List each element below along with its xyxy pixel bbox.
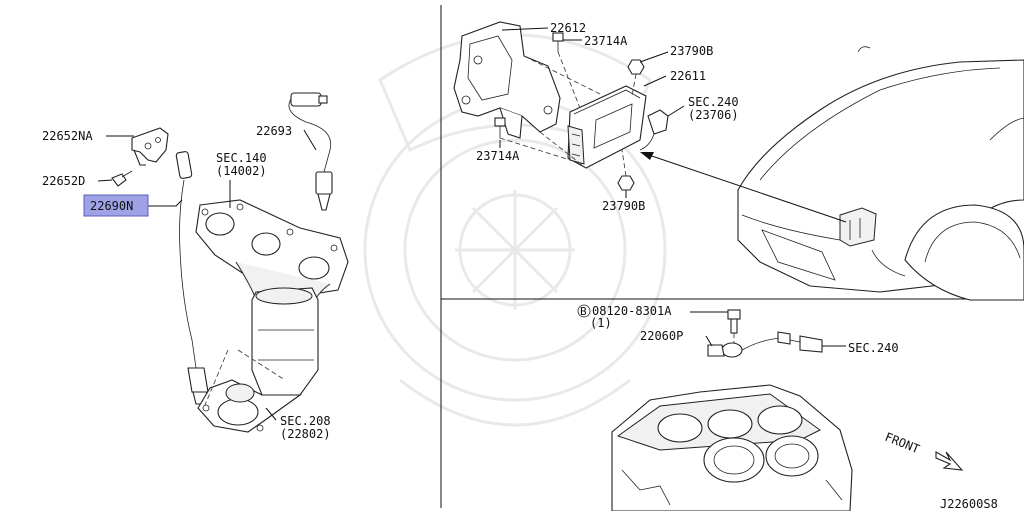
leader-22690n — [148, 199, 183, 207]
bolt-08120-8301a — [727, 309, 741, 346]
leader-22652d — [97, 179, 113, 182]
label-22060p: 22060P — [640, 329, 683, 343]
vehicle-view — [640, 46, 1024, 301]
left-panel: 22652NA 22652D 22690N 22693 SEC.140 (140… — [42, 92, 349, 441]
label-sec208-b: (22802) — [280, 427, 331, 441]
label-22652na: 22652NA — [42, 129, 93, 143]
oxygen-sensor-upper — [288, 92, 333, 211]
nut-23790b-bottom — [617, 175, 635, 191]
label-22693: 22693 — [256, 124, 292, 138]
label-bolt-qty: (1) — [590, 316, 612, 330]
label-sec240-b: (23706) — [688, 108, 739, 122]
bolt-23714a-bottom — [494, 117, 506, 138]
exhaust-manifold — [195, 199, 349, 433]
af-sensor-22690n — [175, 151, 209, 405]
label-23790b-top: 23790B — [670, 44, 713, 58]
ecm-panel: 22612 23714A 23790B 22611 SEC.240 (23706… — [453, 21, 739, 213]
highlight-22690n[interactable] — [83, 194, 149, 217]
label-sec208-a: SEC.208 — [280, 414, 331, 428]
bolt-23714a-top — [552, 32, 564, 52]
clip-22652d — [111, 170, 133, 187]
ecm-connector-sec240 — [639, 109, 669, 151]
knock-sensor-22060p — [707, 331, 823, 358]
front-indicator: FRONT — [883, 430, 964, 471]
ecm-module-22611 — [567, 85, 647, 169]
circle-b-icon — [577, 304, 591, 318]
engine-panel: B 08120-8301A (1) 22060P SEC.240 FRONT J… — [577, 304, 998, 511]
label-22612: 22612 — [550, 21, 586, 35]
label-22652d: 22652D — [42, 174, 85, 188]
ecm-bracket-22612 — [453, 21, 561, 139]
diagram-id: J22600S8 — [940, 497, 998, 511]
nut-23790b-top — [627, 59, 645, 75]
bracket-22652na — [131, 127, 169, 166]
label-23714a-top: 23714A — [584, 34, 628, 48]
label-front: FRONT — [883, 430, 922, 457]
label-sec240-lower: SEC.240 — [848, 341, 899, 355]
label-sec240-a: SEC.240 — [688, 95, 739, 109]
leader-sec208 — [265, 407, 277, 421]
label-sec140-b: (14002) — [216, 164, 267, 178]
label-bolt-circle: B — [580, 305, 587, 318]
label-23714a-bottom: 23714A — [476, 149, 520, 163]
label-22690n: 22690N — [90, 199, 133, 213]
label-22611: 22611 — [670, 69, 706, 83]
label-bolt-code: 08120-8301A — [592, 304, 672, 318]
label-sec140-a: SEC.140 — [216, 151, 267, 165]
engine-block — [611, 384, 853, 511]
label-23790b-bottom: 23790B — [602, 199, 645, 213]
leader-22693 — [303, 129, 317, 151]
